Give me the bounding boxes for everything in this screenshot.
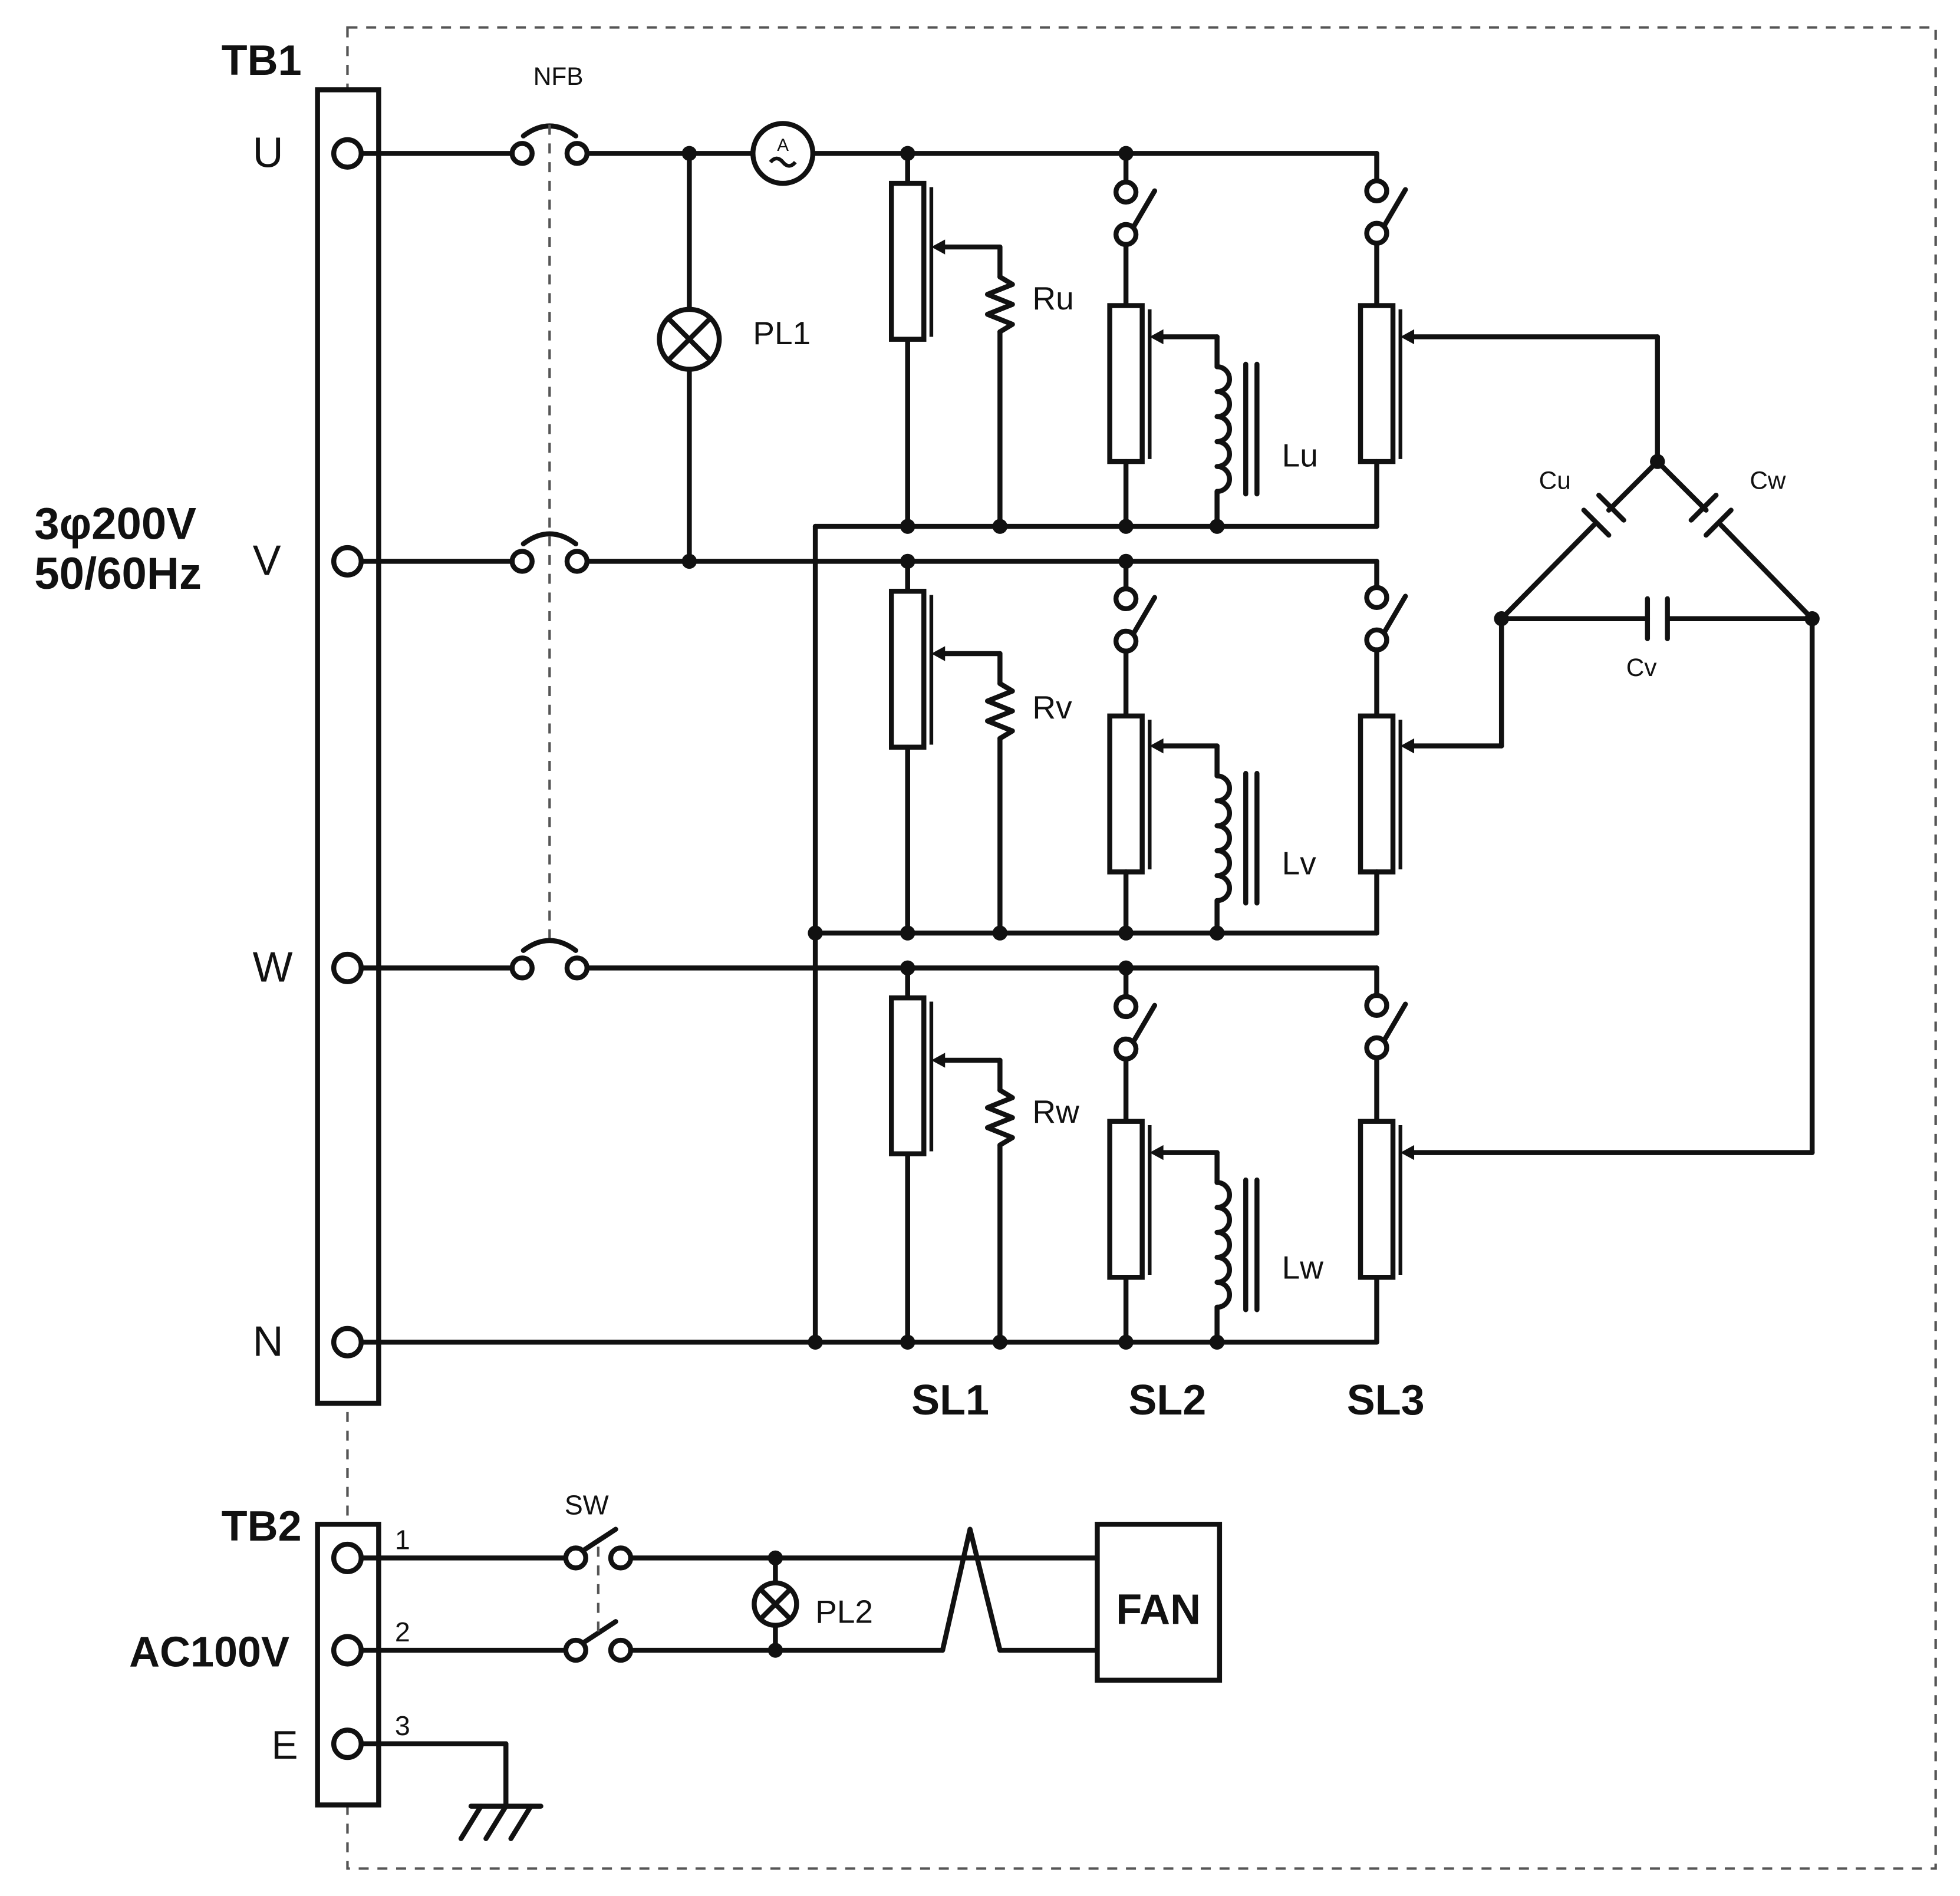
terminal-v (331, 545, 364, 578)
terminal-n-label: N (253, 1318, 284, 1366)
pin-3-label: 3 (395, 1710, 410, 1741)
terminal-v-label: V (253, 538, 281, 585)
cw-label: Cw (1750, 467, 1786, 494)
cu-label: Cu (1539, 467, 1571, 494)
rv-label: Rv (1032, 689, 1072, 726)
terminal-w (331, 951, 364, 984)
ac100v-label: AC100V (129, 1629, 289, 1676)
capacitor-delta (1498, 334, 1815, 1155)
pl1-label: PL1 (753, 315, 811, 351)
terminal-block-tb1 (315, 87, 381, 1406)
pin-1-label: 1 (395, 1525, 410, 1555)
fan-circuit (358, 1522, 1223, 1841)
bank-u (812, 151, 1660, 529)
supply-voltage-label: 3φ200V (34, 499, 196, 549)
ammeter: A (750, 121, 816, 186)
bank-v (812, 559, 1504, 936)
terminal-3 (331, 1727, 364, 1760)
lv-label: Lv (1282, 845, 1317, 882)
terminal-e-label: E (271, 1723, 298, 1768)
nfb-breaker (509, 123, 590, 981)
nfb-label: NFB (533, 62, 584, 90)
junction-dots (681, 146, 1820, 1658)
sl2-label: SL2 (1128, 1377, 1206, 1424)
lw-label: Lw (1282, 1249, 1324, 1285)
fan-box (1095, 1522, 1223, 1683)
rw-label: Rw (1032, 1093, 1079, 1130)
terminal-w-label: W (253, 944, 293, 991)
tb2-label: TB2 (222, 1503, 302, 1550)
fan-label: FAN (1116, 1587, 1201, 1634)
supply-frequency-label: 50/60Hz (34, 549, 202, 599)
sw-label: SW (565, 1489, 609, 1520)
ru-label: Ru (1032, 280, 1073, 316)
tb1-label: TB1 (222, 37, 302, 84)
bank-w (888, 965, 1815, 1345)
supply-wiring (358, 151, 1379, 1345)
terminal-1 (331, 1541, 364, 1574)
ammeter-label: A (777, 136, 789, 155)
pin-2-label: 2 (395, 1617, 410, 1647)
terminal-u-label: U (253, 130, 284, 177)
terminal-2 (331, 1634, 364, 1667)
lu-label: Lu (1282, 437, 1318, 474)
cv-label: Cv (1626, 654, 1658, 681)
terminal-u (331, 137, 364, 170)
sl1-label: SL1 (911, 1377, 989, 1424)
pl2-label: PL2 (815, 1593, 873, 1630)
sl3-label: SL3 (1347, 1377, 1425, 1424)
pilot-lamp-pl1 (657, 306, 722, 372)
terminal-n (331, 1325, 364, 1358)
